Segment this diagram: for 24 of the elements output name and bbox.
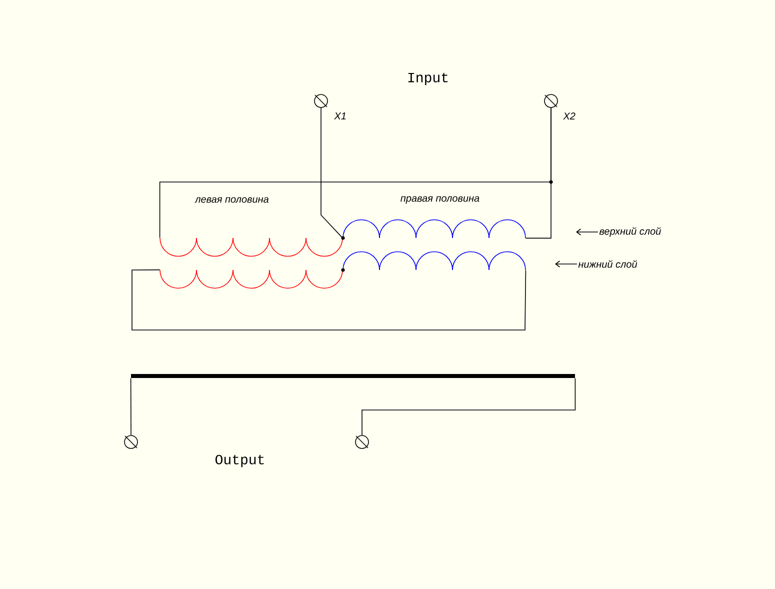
terminal-symbol [355, 435, 369, 449]
heading: Output [216, 454, 264, 468]
wire [132, 269, 526, 330]
arrow [555, 260, 578, 268]
arrow [576, 228, 598, 236]
terminal-symbol [544, 94, 558, 108]
coil-drawing [341, 219, 526, 240]
wire [362, 378, 576, 436]
winding-label: левая половина [194, 197, 269, 203]
coil-drawing [160, 238, 343, 257]
heading: Input [408, 72, 448, 86]
coil-drawing [160, 270, 343, 289]
wire [320, 108, 344, 239]
coil-drawing [341, 251, 526, 272]
terminal-symbol [314, 94, 328, 108]
core-bar [131, 374, 575, 378]
layer-label: верхний слой [599, 227, 661, 237]
terminal-label: X2 [563, 112, 576, 120]
terminal-symbol [124, 435, 138, 449]
wire [130, 378, 132, 436]
layer-label: нижний слой [578, 260, 638, 268]
wire [159, 108, 552, 238]
terminal-label: X1 [334, 112, 346, 120]
winding-label: правая половина [400, 196, 480, 204]
